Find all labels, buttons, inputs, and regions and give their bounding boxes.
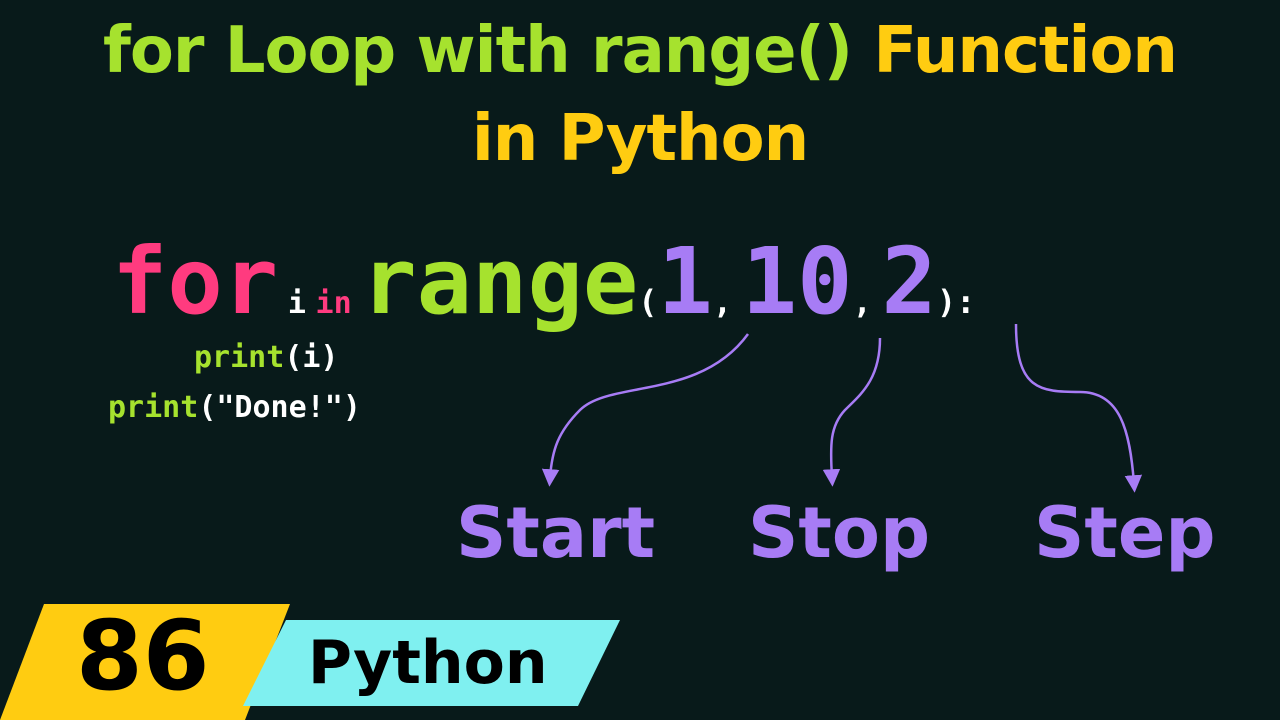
arg-step: 2 [881,228,937,335]
code-line-3: print("Done!") [108,390,361,425]
badge-number-bg [0,604,290,720]
title-part-1: for Loop with range() [103,14,853,88]
badge-lang-bg [243,620,620,706]
label-stop: Stop [748,492,931,574]
keyword-for: for [112,228,279,335]
close-paren-colon: ): [936,283,976,321]
comma-2: , [852,283,872,321]
print-fn-1: print [194,340,285,375]
variable-i: i [287,286,306,321]
title-part-2: Function [873,14,1178,88]
arrow-stop [822,337,882,487]
arg-stop: 10 [741,228,853,335]
arrow-step [1014,323,1143,493]
code-line-2: print(i) [194,340,339,375]
print-close-2: ) [342,390,361,425]
arg-start: 1 [657,228,713,335]
print-args-1: (i) [284,340,339,375]
badge-language: Python [308,628,548,698]
arrow-start [541,333,750,487]
code-line-1: for i in range(1, 10, 2): [112,228,975,335]
label-step: Step [1034,492,1216,574]
open-paren: ( [638,283,658,321]
title-line-2: in Python [471,102,809,176]
label-start: Start [456,492,656,574]
function-range: range [361,228,639,335]
comma-1: , [712,283,733,321]
print-fn-2: print [108,390,199,425]
print-open-2: ( [198,390,217,425]
print-string: "Done!" [216,390,343,425]
title-line-1: for Loop with range() Function [0,14,1280,88]
badge-number: 86 [76,600,210,712]
keyword-in: in [315,286,352,321]
